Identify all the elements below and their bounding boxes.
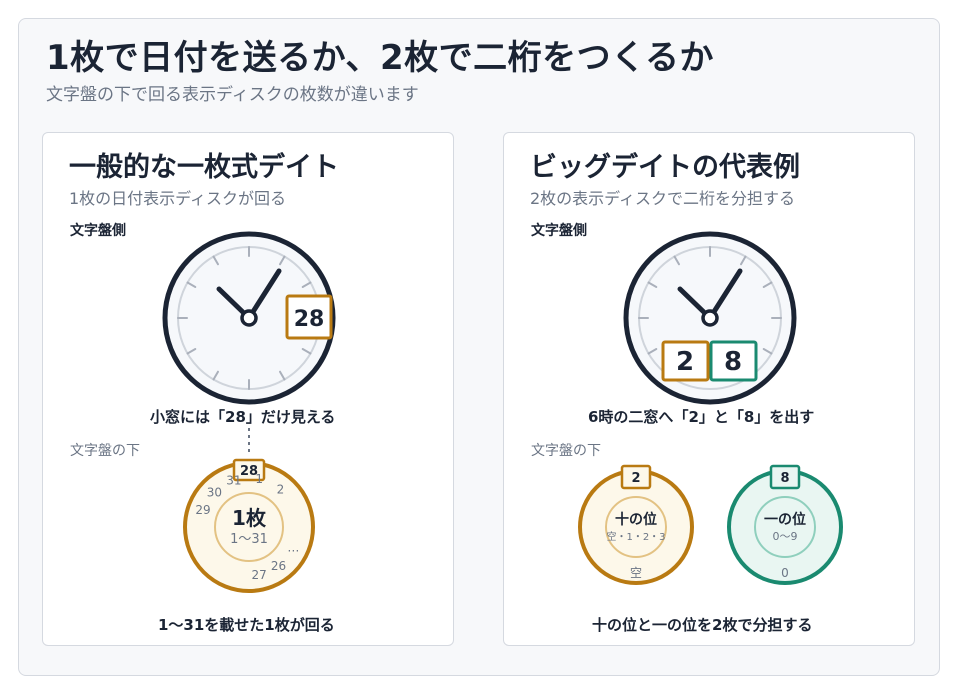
left-dial-side-label: 文字盤側	[70, 223, 126, 239]
disc-number: 26	[271, 559, 286, 573]
tens-disc-window-number: 2	[631, 471, 640, 486]
disc-center-range: 1〜31	[230, 532, 268, 547]
left-under-dial-label: 文字盤の下	[70, 443, 140, 459]
hour-tick	[186, 348, 197, 355]
tens-disc-values: 空・1・2・3	[606, 530, 665, 543]
left-date-disc: 28 29 30 31 12 …26 27 1枚 1〜31	[183, 458, 315, 593]
disc-number: 1	[255, 472, 263, 486]
date-window	[285, 294, 333, 340]
right-window-caption: 6時の二窓へ「2」と「8」を出す	[588, 408, 815, 426]
left-panel-subtitle: 1枚の日付表示ディスクが回る	[69, 189, 287, 208]
disc-number: 30	[207, 485, 222, 499]
hour-tick	[212, 370, 219, 381]
hour-tick	[647, 348, 658, 355]
hour-tick	[301, 348, 312, 355]
date-window-number: 28	[294, 307, 325, 332]
tens-disc: 2 十の位 空・1・2・3 空	[578, 464, 694, 585]
ones-window-number: 8	[724, 347, 742, 377]
hour-tick	[212, 255, 219, 266]
disc-number: 31	[226, 473, 241, 487]
right-panel-title: ビッグデイトの代表例	[530, 152, 800, 183]
hour-tick	[673, 255, 680, 266]
disc-number: …	[287, 541, 299, 555]
hour-tick	[762, 348, 773, 355]
ones-disc-window-marker	[769, 464, 801, 490]
right-bottom-caption: 十の位と一の位を2枚で分担する	[592, 616, 813, 634]
ones-disc-bottom-value: 0	[781, 566, 789, 580]
disc-number: 27	[252, 568, 267, 582]
left-watch-dial: 28	[162, 231, 336, 405]
minute-hand	[707, 268, 743, 321]
ones-disc-window-number: 8	[780, 471, 789, 486]
right-watch-dial: 2 8	[623, 231, 797, 405]
tens-window	[661, 340, 710, 382]
tens-disc-window-marker	[620, 464, 652, 490]
right-panel-subtitle: 2枚の表示ディスクで二桁を分担する	[530, 189, 796, 208]
disc-window-number: 28	[240, 464, 258, 479]
hour-tick	[301, 281, 312, 288]
ones-window	[709, 340, 758, 382]
left-panel: 一般的な一枚式デイト 1枚の日付表示ディスクが回る	[42, 132, 454, 646]
page-title: 1枚で日付を送るか、2枚で二桁をつくるか	[46, 38, 714, 78]
disc-number: 2	[277, 482, 285, 496]
tens-disc-bottom-value: 空	[630, 566, 642, 580]
ones-disc-center-label: 一の位	[764, 511, 806, 528]
disc-center-label: 1枚	[232, 506, 267, 530]
hour-tick	[186, 281, 197, 288]
right-under-dial-label: 文字盤の下	[531, 443, 601, 459]
minute-hand	[246, 268, 282, 321]
left-window-caption: 小窓には「28」だけ見える	[150, 408, 336, 426]
hour-tick	[762, 281, 773, 288]
disc-number: 29	[195, 503, 210, 517]
tens-window-number: 2	[676, 347, 694, 377]
page-subtitle: 文字盤の下で回る表示ディスクの枚数が違います	[46, 85, 419, 105]
hour-tick	[740, 255, 747, 266]
disc-window-marker	[232, 458, 266, 482]
hour-tick	[647, 281, 658, 288]
left-bottom-caption: 1〜31を載せた1枚が回る	[158, 616, 335, 634]
left-panel-title: 一般的な一枚式デイト	[69, 152, 339, 183]
hour-tick	[279, 370, 286, 381]
ones-disc: 8 一の位 0〜9 0	[727, 464, 843, 585]
tens-disc-center-label: 十の位	[615, 511, 657, 528]
hour-tick	[279, 255, 286, 266]
right-dial-side-label: 文字盤側	[531, 223, 587, 239]
ones-disc-values: 0〜9	[773, 530, 798, 543]
